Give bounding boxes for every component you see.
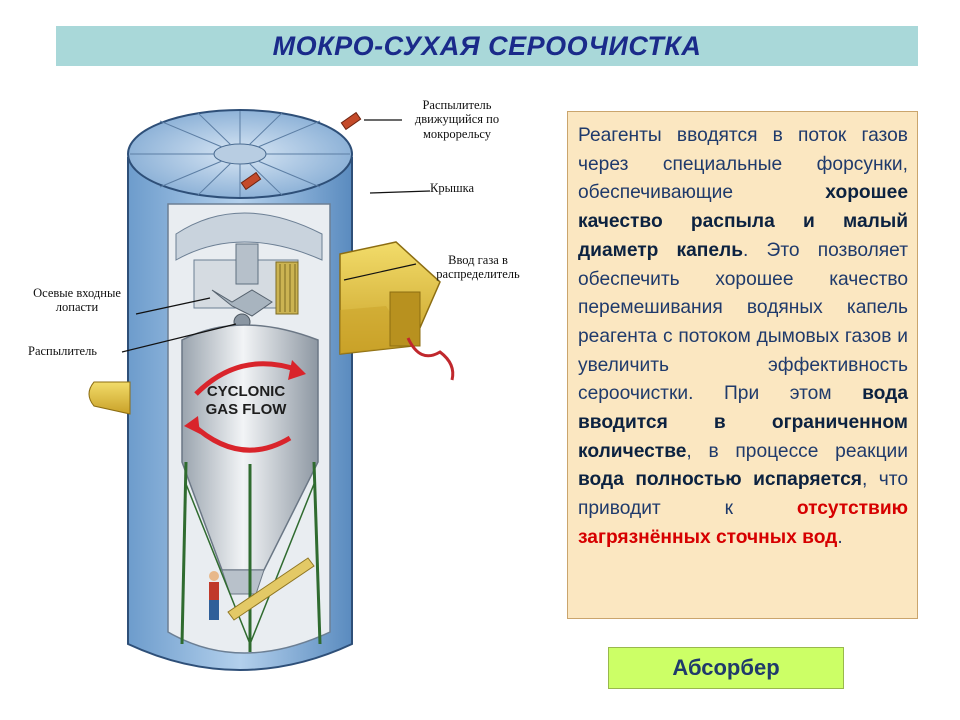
- callout-sprayer-moving: Распылитель движущийся по мокрорельсу: [402, 98, 512, 141]
- absorber-illustration: CYCLONIC GAS FLOW: [88, 109, 455, 671]
- inlet-vanes: [211, 289, 273, 317]
- swirl-arrow-lower: [190, 422, 292, 453]
- inlet-arrow: [406, 337, 455, 381]
- callout-vanes: Осевые входные лопасти: [18, 286, 136, 315]
- swirl-arrow-upper: [194, 361, 299, 396]
- title-bar: МОКРО-СУХАЯ СЕРООЧИСТКА: [56, 26, 918, 66]
- flow-label-line2: GAS FLOW: [206, 401, 288, 418]
- callout-roof: Крышка: [430, 181, 474, 195]
- conveyor: [227, 557, 315, 621]
- description-segment: Реагенты вводятся в поток газов через сп…: [578, 125, 908, 204]
- worker-figure: [209, 571, 219, 620]
- callout-text-4: Распылитель: [28, 344, 98, 358]
- callout-text-3: Осевые входные лопасти: [33, 286, 121, 315]
- description-segment: , что приводит к: [578, 469, 908, 520]
- callout-gas-inlet: Ввод газа в распределитель: [416, 253, 540, 282]
- slide-title: МОКРО-СУХАЯ СЕРООЧИСТКА: [272, 30, 702, 61]
- description-segment-bold: вода полностью испаряется: [578, 469, 862, 491]
- flow-label-line1: CYCLONIC: [207, 383, 286, 400]
- callout-text-0: Распылитель движущийся по мокрорельсу: [414, 98, 500, 141]
- description-segment-bold: хорошее качество распыла и малый диаметр…: [578, 182, 908, 261]
- callout-sprayer: Распылитель: [28, 344, 97, 358]
- description-segment-bold: вода вводится в ограниченном количестве: [578, 383, 908, 462]
- callout-text-2: Ввод газа в распределитель: [436, 253, 520, 282]
- callout-text-1: Крышка: [430, 181, 475, 195]
- absorber-label-box: Абсорбер: [608, 647, 844, 689]
- outlet-duct: [88, 381, 131, 415]
- description-box: Реагенты вводятся в поток газов через сп…: [567, 111, 918, 619]
- reactor-body: [181, 324, 319, 571]
- description-text: Реагенты вводятся в поток газов через сп…: [578, 122, 908, 553]
- absorber-diagram: CYCLONIC GAS FLOW Распылитель движущийся…: [0, 84, 560, 704]
- description-segment: , в процессе реакции: [686, 440, 908, 462]
- description-segment: .: [837, 526, 843, 548]
- inner-dome: [175, 212, 323, 261]
- description-segment: . Это позволяет обеспечить хорошее качес…: [578, 239, 908, 405]
- absorber-label: Абсорбер: [672, 655, 780, 680]
- description-segment-highlight: отсутствию загрязнённых сточных вод: [578, 498, 908, 548]
